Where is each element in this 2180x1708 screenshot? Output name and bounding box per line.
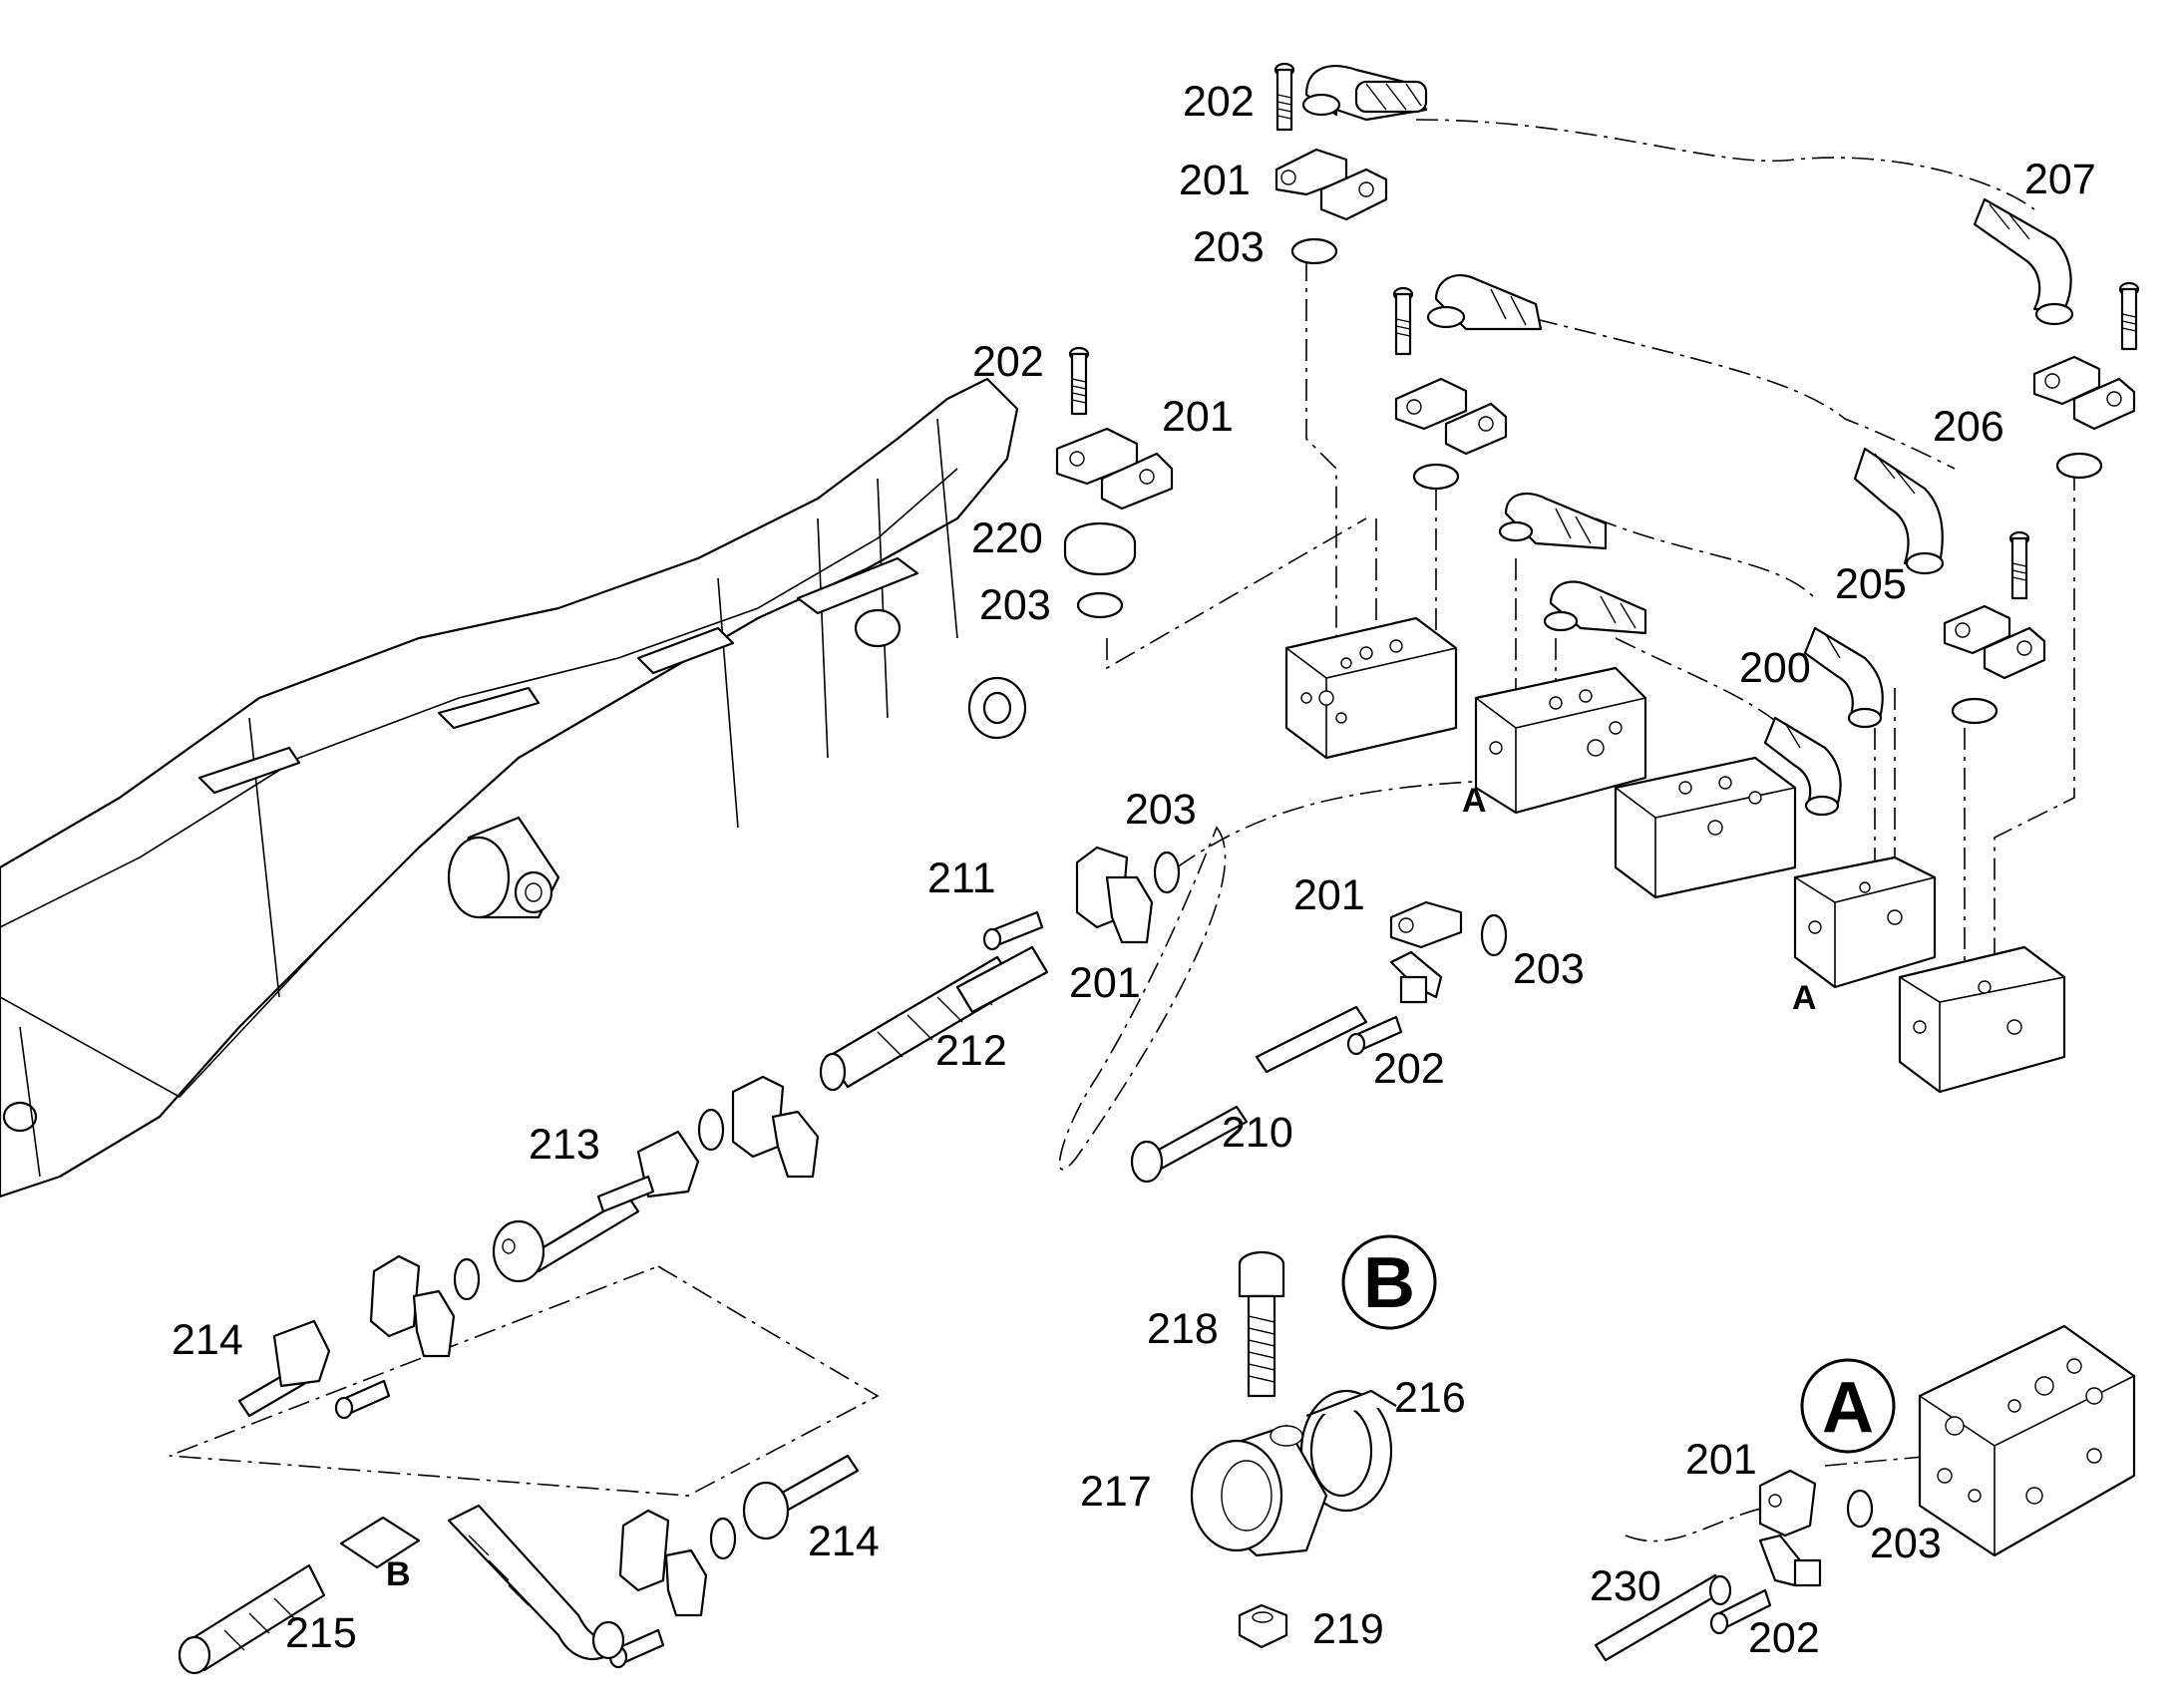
callout-a-letter: A xyxy=(1822,1368,1874,1448)
label-201: 201 xyxy=(1162,393,1234,441)
clamp-assembly-detail-b xyxy=(1190,1250,1397,1649)
label-203: 203 xyxy=(1193,223,1265,271)
hose-205 xyxy=(1498,492,1884,729)
nut-219 xyxy=(1238,1603,1288,1649)
bolt-bottom xyxy=(608,1628,665,1669)
flange-clamp-201-right xyxy=(1389,900,1463,999)
clamp-217 xyxy=(1190,1424,1328,1557)
bolt-202-center xyxy=(1346,975,1428,1056)
label-217: 217 xyxy=(1080,1468,1152,1516)
valve-block-5 xyxy=(1898,945,2066,1094)
bent-hose-lower xyxy=(447,1504,625,1660)
ref-letter-b: B xyxy=(386,1555,411,1593)
label-219: 219 xyxy=(1312,1605,1384,1653)
label-205: 205 xyxy=(1835,560,1907,608)
label-203: 203 xyxy=(1125,786,1197,834)
valve-block-2 xyxy=(1474,666,1647,815)
label-202: 202 xyxy=(1373,1045,1445,1093)
label-203: 203 xyxy=(979,581,1051,629)
bolt-202-mid xyxy=(1068,346,1090,416)
label-200: 200 xyxy=(1739,644,1811,692)
label-203: 203 xyxy=(1513,945,1585,993)
label-220: 220 xyxy=(971,514,1043,562)
ref-letter-a: A xyxy=(1462,782,1487,820)
label-210: 210 xyxy=(1222,1109,1293,1157)
bolt-211 xyxy=(982,910,1044,951)
bolt-202-set2 xyxy=(1392,286,1414,356)
flange-clamp-201-top xyxy=(1274,148,1388,221)
pipe-230 xyxy=(1594,1573,1732,1662)
pipe-214-upper xyxy=(237,1319,331,1418)
label-207: 207 xyxy=(2024,156,2096,203)
hose-206 xyxy=(1426,274,1945,575)
flange-clamp-lower-left xyxy=(369,1254,456,1358)
label-201: 201 xyxy=(1293,871,1365,919)
valve-block-3 xyxy=(1614,756,1797,899)
bolt-202-detail-a xyxy=(1709,1558,1822,1635)
bolt-218 xyxy=(1238,1250,1285,1398)
valve-block-detail-a xyxy=(1918,1324,2136,1557)
label-214: 214 xyxy=(808,1518,880,1565)
callout-a-circle: A xyxy=(1800,1358,1896,1454)
o-rings xyxy=(453,237,2103,1560)
label-201: 201 xyxy=(1685,1436,1757,1484)
label-230: 230 xyxy=(1590,1562,1661,1610)
callout-b-circle: B xyxy=(1341,1234,1437,1330)
flange-clamp-bottom xyxy=(618,1509,708,1617)
label-214: 214 xyxy=(172,1316,243,1364)
reference-letters: A A B xyxy=(386,782,1817,1593)
hose-212 xyxy=(819,945,1049,1092)
flange-clamp-mid-left xyxy=(731,1075,820,1179)
pipe-214-lower xyxy=(742,1454,860,1540)
flange-clamp-detail-a xyxy=(1758,1469,1817,1587)
part-labels: 202 201 203 207 202 201 220 203 206 205 … xyxy=(172,78,2096,1662)
label-202: 202 xyxy=(1183,78,1255,126)
callout-b-letter: B xyxy=(1363,1243,1415,1323)
bolt-202-set3 xyxy=(2118,281,2140,351)
label-218: 218 xyxy=(1147,1305,1219,1353)
excavator-boom xyxy=(0,377,1027,1198)
label-202: 202 xyxy=(972,338,1044,386)
bolt-lower-left xyxy=(334,1379,391,1420)
valve-block-1 xyxy=(1284,616,1458,760)
label-202: 202 xyxy=(1748,1614,1820,1662)
label-216: 216 xyxy=(1394,1374,1466,1422)
label-211: 211 xyxy=(927,854,996,902)
flange-clamp-set-4 xyxy=(1943,604,2046,680)
label-201: 201 xyxy=(1179,157,1251,204)
label-212: 212 xyxy=(935,1027,1007,1075)
label-201: 201 xyxy=(1069,959,1141,1007)
flange-clamp-set-2 xyxy=(1394,377,1508,456)
label-206: 206 xyxy=(1933,403,2004,451)
blanking-plate-220 xyxy=(1063,521,1137,576)
pipe-210 xyxy=(1130,1005,1368,1184)
hose-200 xyxy=(1543,580,1842,817)
clamp-216 xyxy=(1299,1389,1397,1513)
bolts xyxy=(334,62,2140,1669)
hose-207 xyxy=(1301,65,2074,326)
flange-clamp-201-mid xyxy=(1055,427,1174,511)
bolt-202-set4 xyxy=(2008,530,2030,600)
ref-letter-a: A xyxy=(1792,979,1817,1017)
valve-block-4 xyxy=(1793,855,1937,989)
bolt-202-top xyxy=(1273,62,1295,132)
pipe-213 xyxy=(492,1130,700,1283)
label-203: 203 xyxy=(1870,1520,1942,1567)
label-213: 213 xyxy=(529,1121,600,1169)
label-215: 215 xyxy=(285,1609,357,1657)
flange-clamp-set-3 xyxy=(2032,355,2136,431)
hose-215 xyxy=(178,1516,421,1675)
flange-clamp-201-center xyxy=(1075,846,1154,944)
boom-pivot-cone xyxy=(447,816,560,919)
